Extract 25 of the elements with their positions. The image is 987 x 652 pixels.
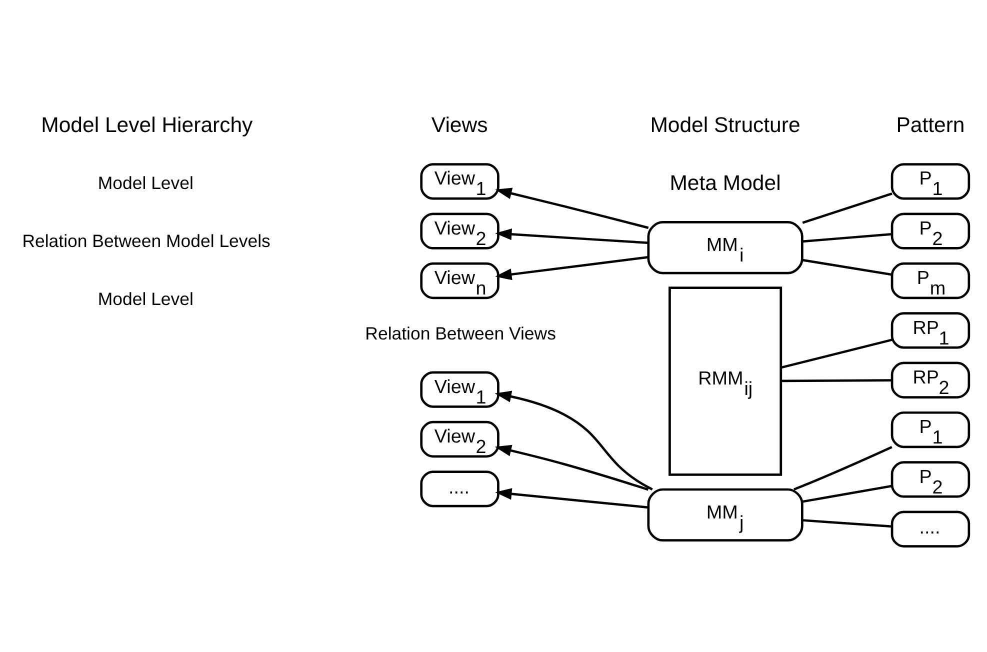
arrow (495, 256, 648, 280)
label: Pattern (896, 113, 965, 138)
connector (802, 192, 892, 224)
node-box: .... (890, 510, 970, 548)
label: Meta Model (670, 171, 781, 196)
arrow (495, 228, 648, 244)
node-box: .... (420, 470, 500, 508)
label: Relation Between Model Levels (22, 231, 270, 252)
connector (781, 379, 892, 382)
label: Model Level Hierarchy (41, 113, 253, 138)
label: Model Level (98, 173, 194, 194)
label: Model Level (98, 289, 194, 310)
connector (794, 446, 892, 491)
label: Model Structure (650, 113, 800, 138)
arrow (494, 444, 649, 491)
connector (781, 338, 892, 369)
label: Relation Between Views (365, 323, 556, 344)
arrow (495, 188, 649, 229)
connector (802, 258, 892, 276)
label: Views (431, 113, 488, 138)
arrow (495, 488, 648, 509)
connector (802, 519, 892, 528)
arrow (494, 390, 653, 490)
connector (802, 484, 892, 503)
connector (802, 232, 892, 243)
